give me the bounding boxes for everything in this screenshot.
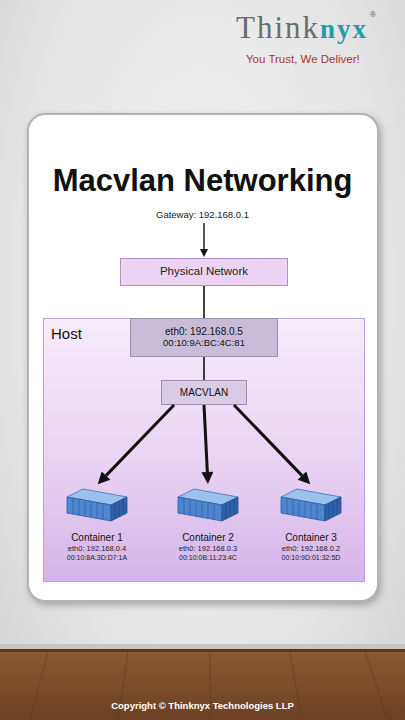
container-icon [67,489,127,521]
network-box: Physical Network [120,258,288,286]
floor-grain [0,680,405,681]
node-detail: 00:10:0B:11:23:4C [179,554,237,562]
gateway-label: Gateway: 192.168.0.1 [0,209,405,220]
connector-arrow [204,405,207,472]
gateway-arrow [203,223,204,249]
node-detail: 00:10:8A:3D:D7:1A [67,554,127,562]
node-heading: Container 3 [285,532,337,544]
container-node: Container 1eth0: 192.168.0.400:10:8A:3D:… [47,485,147,573]
baseboard [0,644,405,649]
node-detail: eth0: 192.168.0.3 [179,545,237,554]
container-node: Container 3eth0: 192.168.0.200:10:9D:01:… [261,485,361,573]
host-box: Hosteth0: 192.168.0.500:10:9A:BC:4C:81MA… [43,318,365,582]
node-detail: 00:10:9D:01:32:5D [282,554,341,562]
logo-text: Think [236,10,320,45]
connector-arrow [106,405,174,476]
floor-edge [0,649,405,652]
connector-line [203,357,205,380]
registered-mark: ® [370,10,376,19]
connector-line [203,286,205,318]
interface-box: eth0: 192.168.0.500:10:9A:BC:4C:81 [130,318,278,357]
diagram-title: Macvlan Networking [0,163,405,199]
node-heading: eth0: 192.168.0.5 [165,326,243,338]
node-detail: eth0: 192.168.0.2 [282,545,340,554]
node-heading: MACVLAN [180,387,228,399]
connector-group [106,286,302,476]
node-heading: Physical Network [160,265,248,278]
container-icon [178,489,238,521]
container-icon [281,489,341,521]
container-node: Container 2eth0: 192.168.0.300:10:0B:11:… [158,485,258,573]
node-heading: Container 2 [182,532,234,544]
node-detail: eth0: 192.168.0.4 [68,545,126,554]
logo-tagline: You Trust, We Deliver! [246,53,360,65]
floor-board-line [30,652,48,720]
node-heading: Container 1 [71,532,123,544]
company-logo: Thinknyx® [236,10,376,46]
node-detail: 00:10:9A:BC:4C:81 [163,338,245,349]
floor-board-line [365,652,388,720]
driver-box: MACVLAN [161,380,247,405]
connector-arrow [234,405,302,476]
copyright-note: Copyright © Thinknyx Technologies LLP [0,700,405,711]
logo-text: nyx [320,14,368,44]
wood-floor [0,649,405,720]
